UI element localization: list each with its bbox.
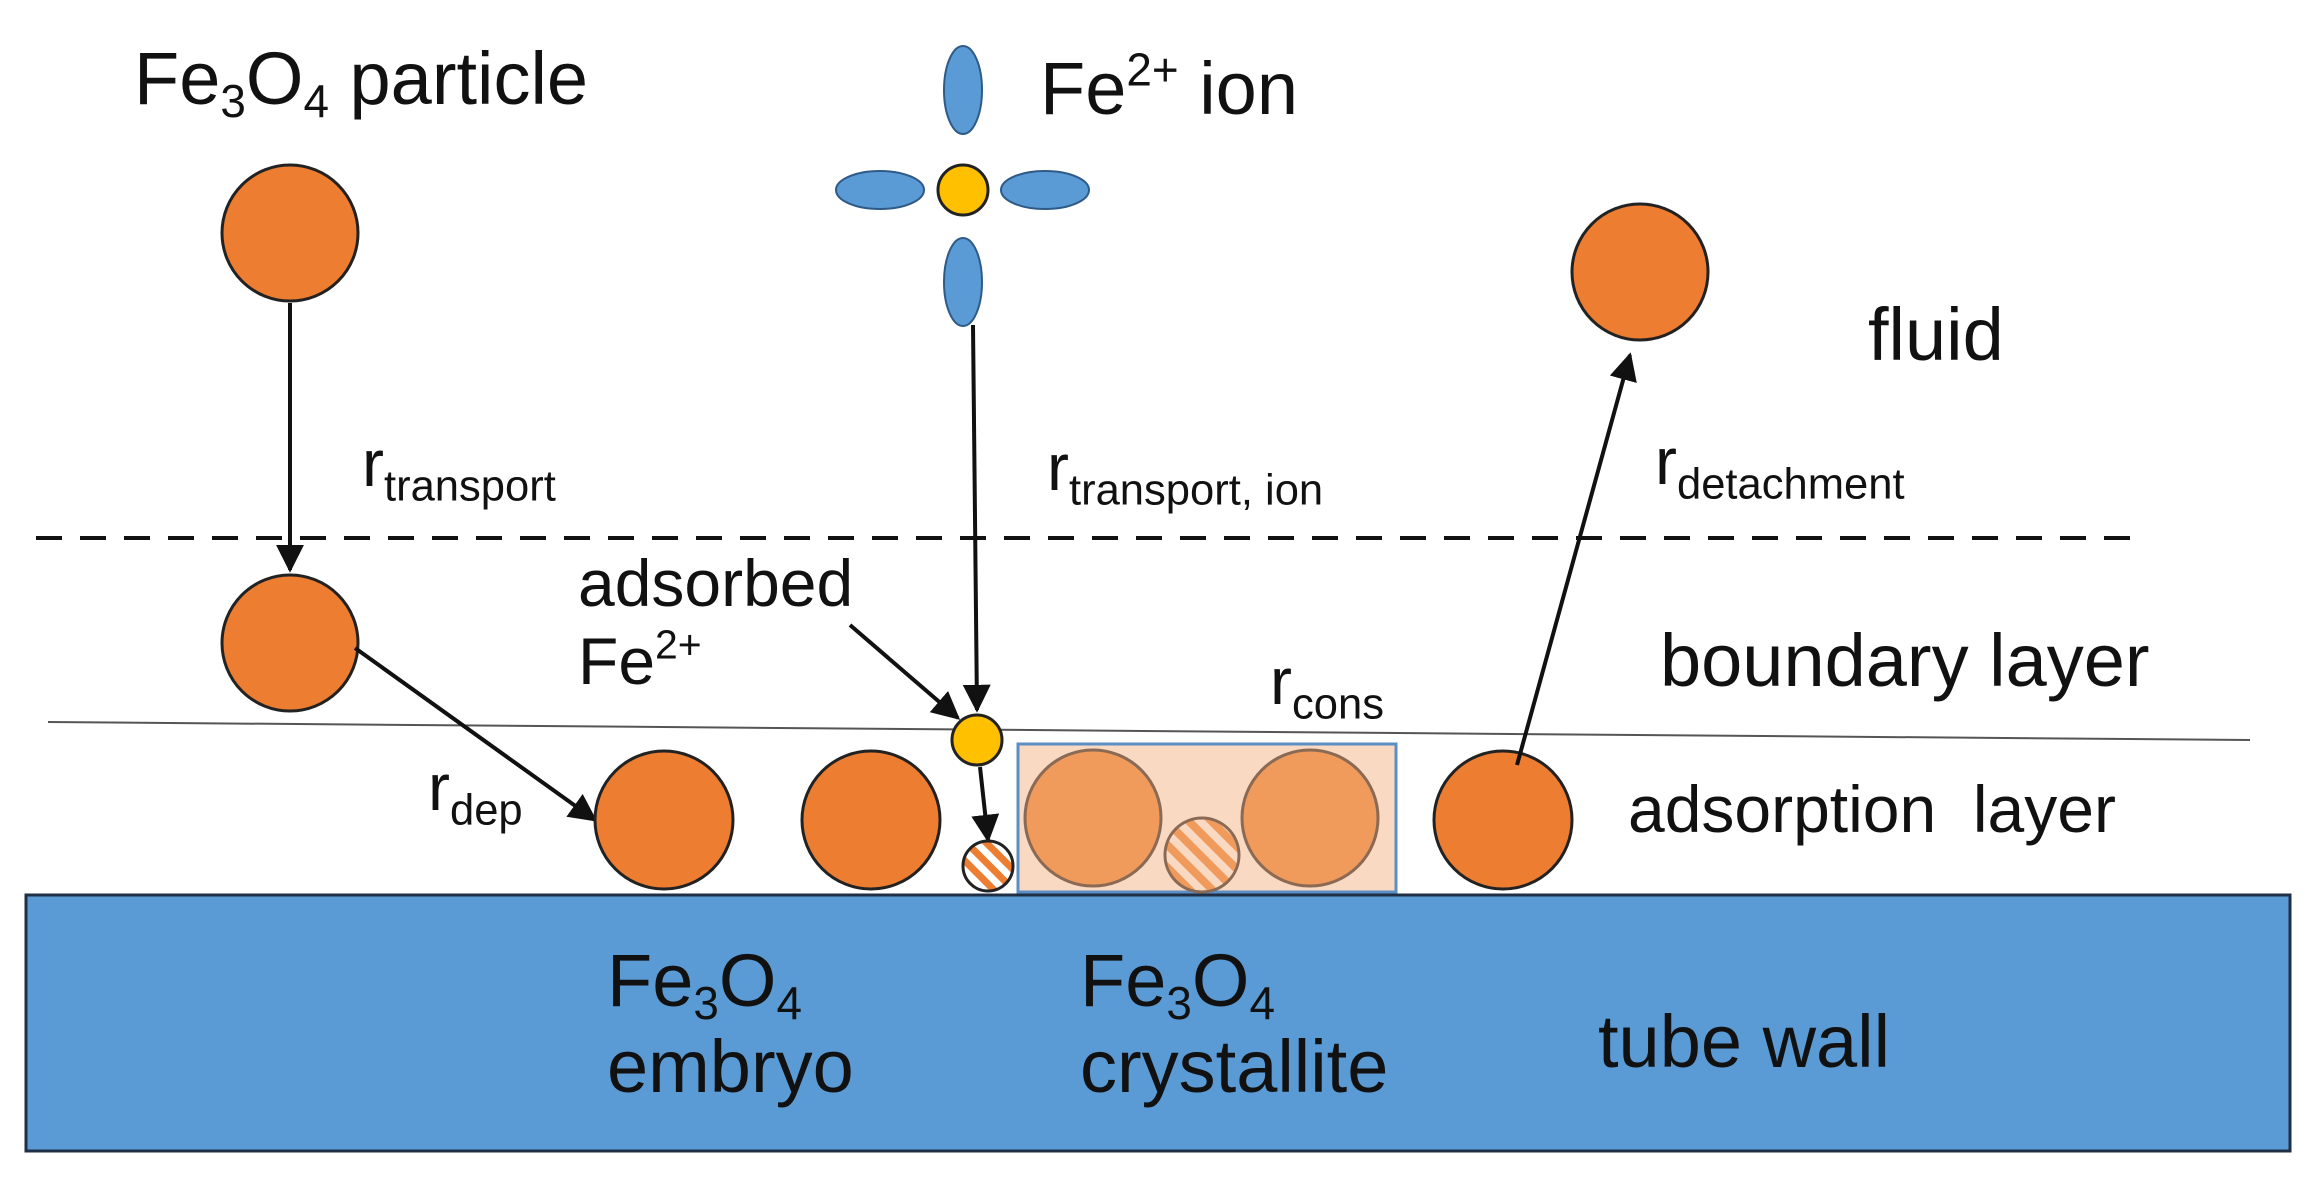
rate-transport-ion-label: rtransport, ion [1047,430,1324,515]
adsorbed-pointer-arrow [848,623,961,720]
conversion-arrow [971,766,1000,843]
rate-cons-label: rcons [1270,644,1384,729]
fe2-ion-label: Fe2+ ion [1040,43,1298,130]
embryo-particle-2 [800,749,942,891]
tube-wall-label: tube wall [1598,1000,1891,1083]
crystallite-particle-1 [1023,748,1163,888]
rate-dep-label: rdep [428,750,523,835]
crystallite-hatched-particle [1163,816,1241,894]
deposition-arrow [353,646,598,822]
crystallite-label-formula: Fe3O4 [1080,939,1275,1029]
adsorption-layer-line [47,721,2251,741]
hatched-embryo-small [961,839,1015,893]
fe3o4-particle-label: Fe3O4 particle [134,37,589,127]
fluid-label: fluid [1868,293,2004,376]
adsorbed-label-line1: adsorbed [578,546,854,620]
ion-transport-arrow [962,324,991,713]
detachment-arrow [1515,352,1637,766]
embryo-label-word: embryo [607,1025,854,1108]
boundary-layer-label: boundary layer [1660,619,2150,702]
crystallite-particle-2 [1240,748,1380,888]
adsorption-layer-label: adsorption layer [1628,772,2116,846]
adsorbed-fe2-ion [950,713,1004,767]
surface-particle-right [1432,749,1574,891]
fe3o4-particle-boundary [220,573,360,713]
embryo-label-formula: Fe3O4 [607,939,802,1029]
embryo-particle-1 [593,749,735,891]
fe2-ion-glyph [835,45,1090,327]
rate-transport-label: rtransport [362,426,556,511]
detached-particle [1570,202,1710,342]
tube-wall [24,893,2292,1153]
rate-detachment-label: rdetachment [1655,424,1905,509]
adsorbed-label-line2: Fe2+ [578,621,702,698]
fe3o4-particle-fluid [220,163,360,303]
crystallite-label-word: crystallite [1080,1025,1389,1108]
